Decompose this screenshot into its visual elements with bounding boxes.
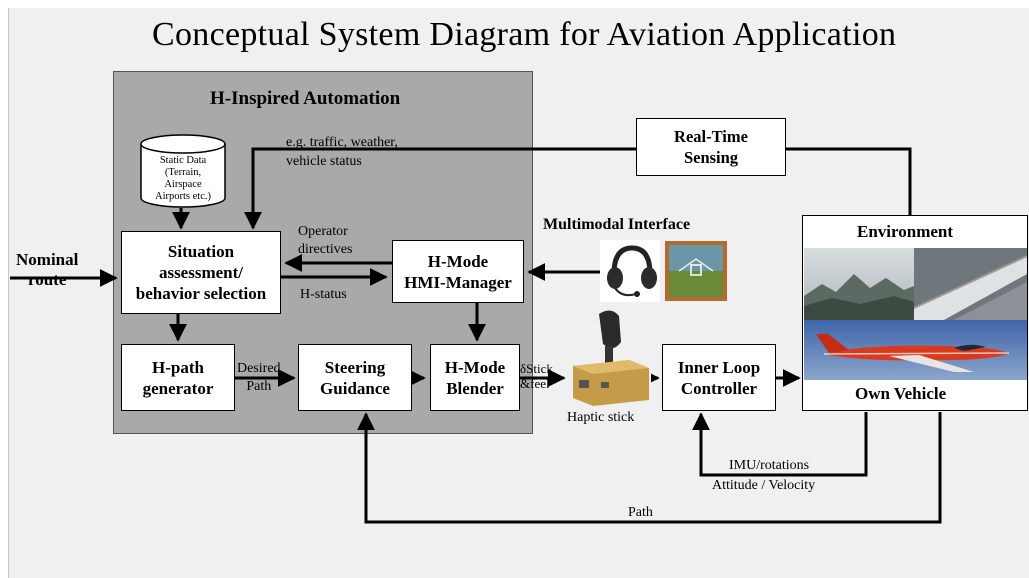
hpath-generator-box: H-path generator	[121, 344, 235, 411]
steering-guidance-box: Steering Guidance	[298, 344, 412, 411]
own-vehicle-label: Own Vehicle	[855, 384, 947, 403]
hmode-blender-box: H-Mode Blender	[430, 344, 520, 411]
realtime-sensing-box: Real-Time Sensing	[636, 118, 786, 176]
arrow-stick-to-manager	[527, 263, 605, 298]
aircraft-photo	[804, 320, 1027, 380]
inner-loop-controller-box: Inner Loop Controller	[662, 344, 776, 411]
mountain-photo	[804, 248, 914, 320]
nominal-route-label: Nominal route	[16, 250, 79, 289]
stick-feel-label: δStick &feel	[520, 361, 553, 391]
arrow-env-to-sensing	[786, 147, 912, 215]
headset-icon	[600, 240, 660, 302]
path-label: Path	[628, 505, 653, 520]
display-monitor-icon	[665, 241, 727, 301]
traffic-weather-label: e.g. traffic, weather, vehicle status	[286, 135, 398, 169]
environment-label: Environment	[857, 222, 954, 241]
static-data-label: Static Data (Terrain, Airspace Airports …	[155, 155, 211, 202]
attitude-velocity-label: Attitude / Velocity	[712, 478, 816, 493]
h-status-label: H-status	[300, 287, 347, 302]
wing-photo	[914, 248, 1027, 320]
haptic-stick-icon	[569, 304, 651, 408]
database-cylinder-icon	[140, 134, 226, 208]
situation-assessment-box: Situation assessment/ behavior selection	[121, 231, 281, 314]
arrow-path-feedback	[357, 412, 942, 524]
diagram-title: Conceptual System Diagram for Aviation A…	[152, 16, 897, 53]
imu-rotations-label: IMU/rotations	[729, 458, 810, 473]
desired-path-label: Desired Path	[237, 361, 281, 394]
multimodal-interface-label: Multimodal Interface	[543, 216, 691, 233]
hmode-hmi-manager-box: H-Mode HMI-Manager	[392, 240, 524, 303]
automation-panel-label: H-Inspired Automation	[210, 88, 401, 109]
operator-directives-label: Operator directives	[298, 224, 353, 257]
haptic-stick-label: Haptic stick	[567, 410, 635, 425]
arrow-sensing-to-situation	[244, 147, 636, 230]
arrow-imu-feedback	[692, 412, 868, 477]
